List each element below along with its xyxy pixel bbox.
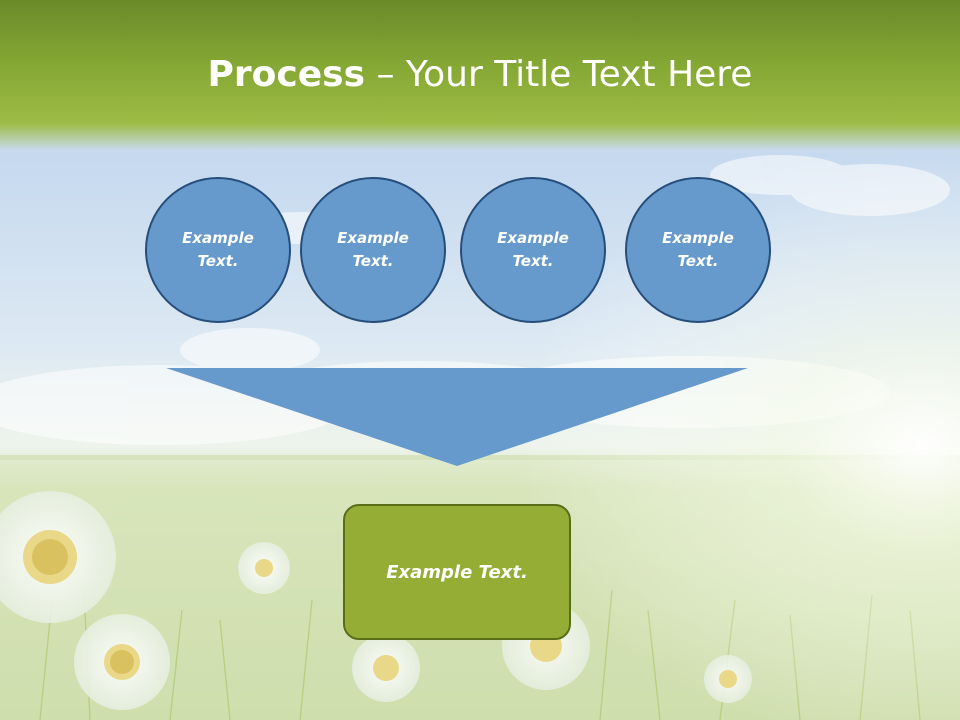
funnel-triangle (166, 368, 748, 466)
slide-title-rest: Your Title Text Here (405, 54, 753, 95)
process-circle-1: Example Text. (145, 177, 291, 323)
process-circle-3-text: Example Text. (497, 229, 569, 270)
result-box-text: Example Text. (386, 561, 528, 583)
process-circle-4-text: Example Text. (662, 229, 734, 270)
slide-title-bold: Process (207, 54, 366, 95)
process-circle-1-text: Example Text. (182, 229, 254, 270)
process-circle-4: Example Text. (625, 177, 771, 323)
slide-title-separator: – (365, 54, 406, 95)
funnel-arrow (166, 368, 748, 466)
process-circle-2: Example Text. (300, 177, 446, 323)
slide-title: Process – Your Title Text Here (0, 52, 960, 98)
process-circle-2-text: Example Text. (337, 229, 409, 270)
title-band (0, 0, 960, 150)
process-circle-3: Example Text. (460, 177, 606, 323)
result-box: Example Text. (343, 504, 571, 640)
